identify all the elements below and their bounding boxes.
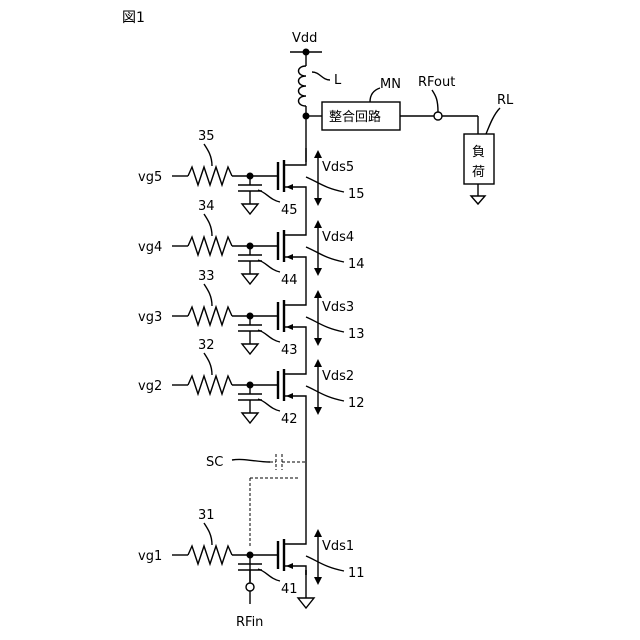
load-ref: RL bbox=[497, 93, 514, 108]
sc-label: SC bbox=[206, 455, 223, 470]
resistor-label-34: 34 bbox=[198, 199, 215, 214]
gate-label-vg5: vg5 bbox=[138, 170, 162, 185]
gate-label-vg2: vg2 bbox=[138, 379, 162, 394]
load-text-1: 負 bbox=[472, 145, 485, 160]
gate-label-vg1: vg1 bbox=[138, 549, 162, 564]
inductor-label: L bbox=[334, 73, 342, 88]
matching-network-text: 整合回路 bbox=[329, 109, 381, 125]
gate-label-vg4: vg4 bbox=[138, 240, 162, 255]
resistor-label-32: 32 bbox=[198, 338, 215, 353]
rfin-label: RFin bbox=[236, 615, 263, 630]
vds-label-Vds3: Vds3 bbox=[322, 300, 354, 315]
vdd-label: Vdd bbox=[292, 31, 317, 46]
capacitor-label-43: 43 bbox=[281, 343, 298, 358]
capacitor-label-41: 41 bbox=[281, 582, 298, 597]
vds-label-Vds2: Vds2 bbox=[322, 369, 354, 384]
transistor-label-15: 15 bbox=[348, 187, 365, 202]
transistor-label-11: 11 bbox=[348, 566, 365, 581]
figure-label: 図1 bbox=[122, 10, 145, 26]
vds-label-Vds5: Vds5 bbox=[322, 160, 354, 175]
transistor-label-14: 14 bbox=[348, 257, 365, 272]
capacitor-label-42: 42 bbox=[281, 412, 298, 427]
vds-label-Vds1: Vds1 bbox=[322, 539, 354, 554]
rfout-label: RFout bbox=[418, 75, 455, 90]
resistor-label-31: 31 bbox=[198, 508, 215, 523]
rfin-terminal bbox=[246, 583, 254, 591]
gate-label-vg3: vg3 bbox=[138, 310, 162, 325]
rfout-terminal bbox=[434, 112, 442, 120]
capacitor-label-45: 45 bbox=[281, 203, 298, 218]
load-text-2: 荷 bbox=[472, 165, 485, 180]
vds-label-Vds4: Vds4 bbox=[322, 230, 354, 245]
capacitor-label-44: 44 bbox=[281, 273, 298, 288]
matching-network-ref: MN bbox=[380, 77, 401, 92]
transistor-label-12: 12 bbox=[348, 396, 365, 411]
resistor-label-33: 33 bbox=[198, 269, 215, 284]
resistor-label-35: 35 bbox=[198, 129, 215, 144]
transistor-label-13: 13 bbox=[348, 327, 365, 342]
